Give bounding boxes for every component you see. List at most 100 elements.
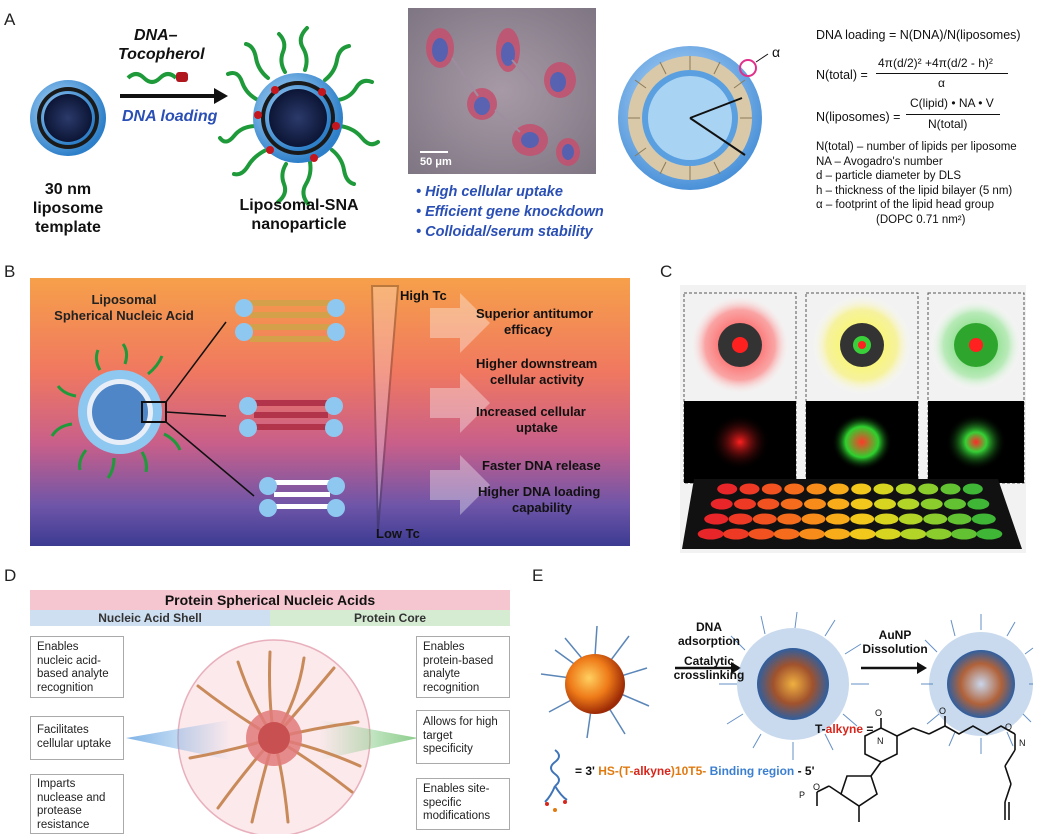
plate-well [944, 498, 966, 510]
right-box-2-line-2: target [423, 729, 453, 742]
outcome-4-line-1: Faster DNA release [482, 458, 601, 473]
panel-b-title-2: Spherical Nucleic Acid [54, 308, 194, 323]
hollow-sna-icon [921, 614, 1034, 754]
plate-well [773, 528, 800, 540]
step1-label: DNA adsorption Catalytic crosslinking [665, 620, 753, 682]
bullet-1: • High cellular uptake [416, 184, 563, 200]
microscopy-image [408, 8, 596, 174]
outcome-2-line-1: Higher downstream [476, 356, 598, 371]
left-box-2: Facilitates cellular uptake [30, 716, 124, 760]
outcome-5-line-2: capability [512, 500, 572, 515]
eq-dna-loading: DNA loading = N(DNA)/N(liposomes) [816, 28, 1021, 42]
right-box-3-line-3: modifications [423, 810, 491, 822]
panel-b: Liposomal Spherical Nucleic Acid High Tc… [30, 278, 630, 546]
scalebar-label: 50 μm [420, 156, 452, 168]
liposome-template-icon [30, 80, 106, 156]
t-alkyne-t: T- [815, 722, 826, 736]
eq-ntotal-lhs: N(total) = [816, 68, 868, 82]
svg-text:N: N [1019, 738, 1026, 748]
svg-text:O: O [813, 782, 820, 792]
left-box-1-line-1: Enables [37, 641, 79, 653]
left-box-3: Imparts nuclease and protease resistance [30, 774, 124, 834]
template-label-line-3: template [35, 219, 101, 236]
plate-well [824, 528, 851, 540]
panel-b-title-1: Liposomal [91, 292, 157, 307]
nucleic-acid-shell-header: Nucleic Acid Shell [30, 610, 270, 626]
eq-nlipo-num: C(lipid) • NA • V [910, 96, 994, 110]
panel-a: A [0, 0, 1040, 250]
panel-a-bullets: • High cellular uptake • Efficient gene … [416, 182, 604, 242]
plate-well [717, 483, 738, 495]
seq-hs: HS-(T- [598, 764, 634, 778]
sequence-line: = 3' HS-(T-alkyne)10T5- Binding region -… [575, 764, 814, 778]
outcome-3-line-2: uptake [516, 420, 558, 435]
outcome-1-line-2: efficacy [504, 322, 553, 337]
template-label-line-2: liposome [32, 200, 104, 217]
svg-text:O: O [1005, 722, 1012, 732]
plate-well [897, 498, 920, 510]
seq-prefix: = 3' [575, 764, 595, 778]
plate-well [976, 528, 1003, 540]
bullet-2: • Efficient gene knockdown [416, 204, 604, 220]
reagent-label-1: DNA– [134, 27, 178, 44]
panel-label-b: B [4, 262, 16, 281]
outcome-5-line-1: Higher DNA loading [478, 484, 601, 499]
right-box-1: Enables protein-based analyte recognitio… [416, 636, 510, 698]
eq-nlipo-den: N(total) [928, 117, 968, 131]
right-box-2: Allows for high target specificity [416, 710, 510, 764]
bilayer-stacks-icon [235, 299, 345, 517]
plate-well [940, 483, 961, 495]
reagent-label-2: Tocopherol [118, 46, 205, 63]
right-box-2-line-3: specificity [423, 743, 473, 755]
t-alkyne-label: T-alkyne = [815, 722, 873, 736]
product-label-line-1: Liposomal-SNA [239, 197, 359, 214]
low-tc-label: Low Tc [376, 526, 420, 541]
plate-well [734, 498, 756, 510]
plate-well [777, 513, 802, 525]
liposome-cross-section-icon [618, 46, 769, 190]
dna-loading-label: DNA loading [122, 108, 218, 125]
plate-well [704, 513, 729, 525]
step2-label: AuNP Dissolution [855, 628, 935, 656]
def-1: N(total) – number of lipids per liposome [816, 141, 1017, 153]
outcome-1-line-1: Superior antitumor [476, 306, 594, 321]
eq-nlipo-bar [906, 114, 1000, 115]
outcome-4: Faster DNA release [482, 458, 601, 473]
outcome-3-line-1: Increased cellular [476, 404, 586, 419]
outcome-3: Increased cellular uptake [476, 404, 586, 436]
left-box-3-line-3: protease [37, 805, 82, 817]
outcome-2: Higher downstream cellular activity [476, 356, 597, 388]
left-header-label: Nucleic Acid Shell [98, 611, 202, 625]
left-box-3-line-2: nuclease and [37, 791, 106, 804]
right-box-1-line-1: Enables [423, 641, 465, 653]
plate-well [851, 483, 872, 495]
left-box-3-line-4: resistance [37, 818, 90, 831]
eq-ntotal-bar [876, 73, 1008, 74]
alpha-symbol: α [772, 44, 781, 60]
right-box-3: Enables site- specific modifications [416, 778, 510, 830]
template-label-line-1: 30 nm [44, 181, 92, 198]
def-3: d – particle diameter by DLS [816, 170, 962, 182]
tc-gradient-triangle [370, 285, 400, 531]
def-4: h – thickness of the lipid bilayer (5 nm… [816, 184, 1013, 197]
plate-well [900, 528, 927, 540]
step2-line-1: AuNP [878, 628, 912, 642]
plate-well [780, 498, 803, 510]
right-box-3-line-2: specific [423, 796, 462, 809]
plate-well [697, 528, 724, 540]
product-label: Liposomal-SNA nanoparticle [236, 196, 362, 234]
t-alkyne-alk: alkyne [825, 722, 864, 736]
right-box-2-line-1: Allows for high [423, 716, 498, 728]
plate-well [874, 513, 899, 525]
eq-ntotal-den: α [938, 76, 945, 90]
left-box-1: Enables nucleic acid- based analyte reco… [30, 636, 124, 698]
plate-well [784, 483, 805, 495]
plate-well [748, 528, 775, 540]
plate-well [757, 498, 780, 510]
panel-d-title-bar: Protein Spherical Nucleic Acids [30, 590, 510, 610]
plate-well [947, 513, 972, 525]
plate-well [828, 483, 849, 495]
seq-end: - 5' [797, 764, 815, 778]
